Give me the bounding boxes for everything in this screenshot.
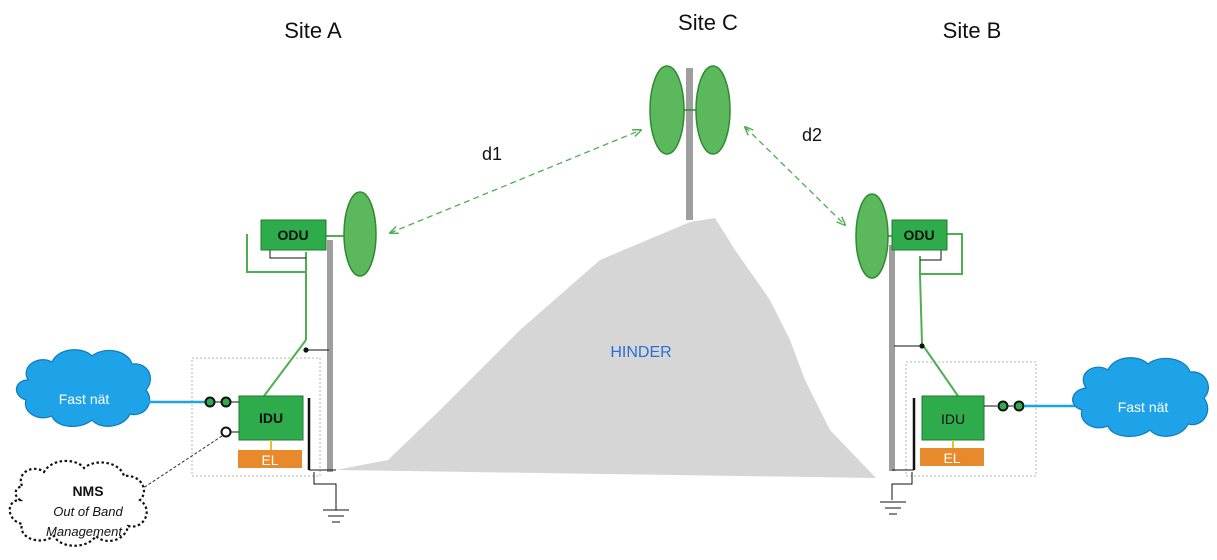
site-b-idu bbox=[921, 395, 985, 441]
site-a-antenna bbox=[343, 191, 377, 277]
site-b-el-label: EL bbox=[943, 450, 960, 466]
site-a-idu-label: IDU bbox=[259, 410, 283, 426]
nms-title: NMS bbox=[72, 483, 103, 499]
site-a-el bbox=[238, 450, 302, 468]
site-b-el bbox=[920, 448, 984, 466]
site-a-title: Site A bbox=[284, 18, 342, 43]
site-b-mast bbox=[889, 245, 895, 471]
nms-line1: Out of Band bbox=[53, 504, 123, 519]
site-a-odu-label: ODU bbox=[277, 227, 308, 243]
link-d1 bbox=[390, 130, 641, 233]
link-d1-label: d1 bbox=[482, 144, 502, 164]
site-b-network-label: Fast nät bbox=[1118, 399, 1169, 415]
site-a-network-label: Fast nät bbox=[59, 391, 110, 407]
site-b-odu-label: ODU bbox=[903, 227, 934, 243]
site-a-ground-icon bbox=[323, 509, 349, 523]
site-b-ground-icon bbox=[880, 501, 906, 515]
link-d2 bbox=[745, 127, 845, 225]
site-a-port-network bbox=[204, 396, 216, 408]
hinder-mountain bbox=[336, 218, 876, 478]
site-a-port-nms bbox=[220, 426, 232, 438]
site-b-antenna bbox=[855, 193, 889, 279]
site-a-idu bbox=[238, 395, 304, 441]
site-b-title: Site B bbox=[943, 18, 1002, 43]
site-a-el-label: EL bbox=[261, 452, 278, 468]
site-c-antenna-right bbox=[695, 65, 731, 155]
nms-line2: Management bbox=[46, 524, 123, 539]
site-b-odu bbox=[891, 219, 948, 251]
site-b-equipment-frame bbox=[905, 361, 1037, 477]
site-a-equipment-frame bbox=[191, 357, 321, 477]
site-a-mast bbox=[327, 240, 333, 472]
link-d2-label: d2 bbox=[802, 125, 822, 145]
site-a-port-network-2 bbox=[220, 396, 232, 408]
site-b-port-network bbox=[997, 400, 1009, 412]
site-a-network-cloud bbox=[15, 349, 151, 427]
site-b-port-network-2 bbox=[1013, 400, 1025, 412]
site-c-title: Site C bbox=[678, 10, 738, 35]
site-a-odu bbox=[260, 219, 327, 251]
site-c-mast bbox=[686, 68, 693, 220]
nms-cloud bbox=[8, 459, 148, 547]
site-b-idu-label: IDU bbox=[941, 411, 965, 427]
hinder-label: HINDER bbox=[610, 344, 671, 361]
site-c-antenna-left bbox=[649, 65, 685, 155]
site-b-network-cloud bbox=[1072, 357, 1209, 437]
